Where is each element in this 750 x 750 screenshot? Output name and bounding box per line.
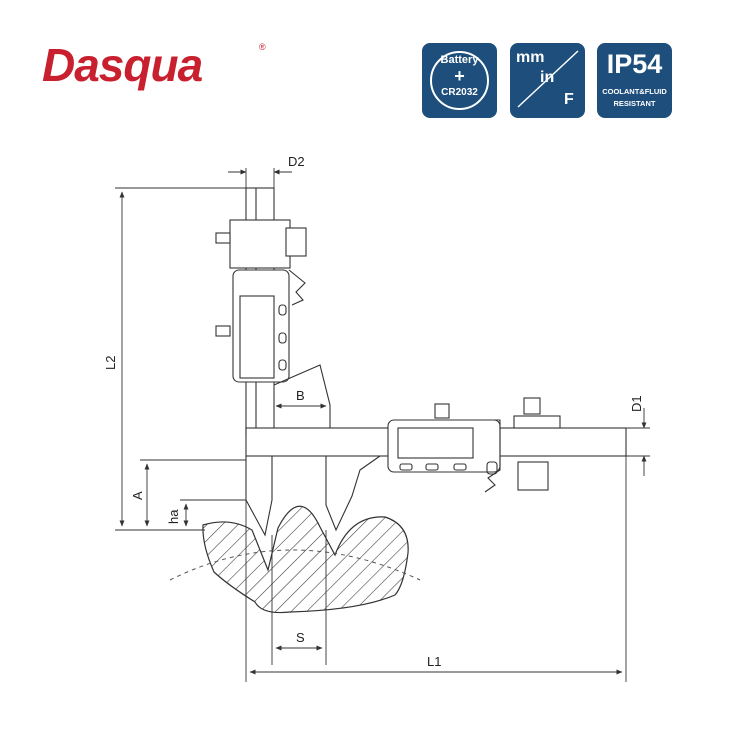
- dim-d1: D1: [629, 395, 644, 412]
- registered-mark: ®: [259, 42, 266, 52]
- ip-line2: RESISTANT: [613, 99, 656, 108]
- right-slider: [513, 415, 561, 429]
- slash-icon: [517, 50, 579, 108]
- left-jaw: [245, 456, 273, 537]
- units-badge: mm in F: [510, 43, 585, 118]
- battery-badge: Battery + CR2032: [422, 43, 497, 118]
- unit-mm: mm: [516, 49, 545, 66]
- brand-logo: Dasqua: [42, 39, 203, 91]
- ip-badge: IP54 COOLANT&FLUID RESISTANT: [597, 43, 672, 118]
- dim-b: B: [296, 388, 305, 403]
- battery-label: Battery: [440, 54, 479, 66]
- battery-type: CR2032: [441, 87, 478, 98]
- dim-ha: ha: [166, 509, 181, 524]
- unit-in: in: [540, 69, 555, 86]
- vertical-slider: [229, 219, 291, 269]
- plus-icon: +: [454, 66, 465, 86]
- ip-line1: COOLANT&FLUID: [602, 87, 667, 96]
- dim-d2: D2: [288, 154, 305, 169]
- pitch-circle: [169, 549, 421, 581]
- dim-l1: L1: [427, 654, 441, 669]
- right-jaw: [325, 455, 381, 532]
- dim-a: A: [130, 491, 145, 500]
- unit-f: F: [564, 91, 574, 108]
- gear-workpiece: [202, 505, 409, 614]
- ip-rating: IP54: [606, 49, 663, 79]
- battery-ring-icon: [430, 51, 489, 110]
- dim-l2: L2: [103, 356, 118, 370]
- dim-s: S: [296, 630, 305, 645]
